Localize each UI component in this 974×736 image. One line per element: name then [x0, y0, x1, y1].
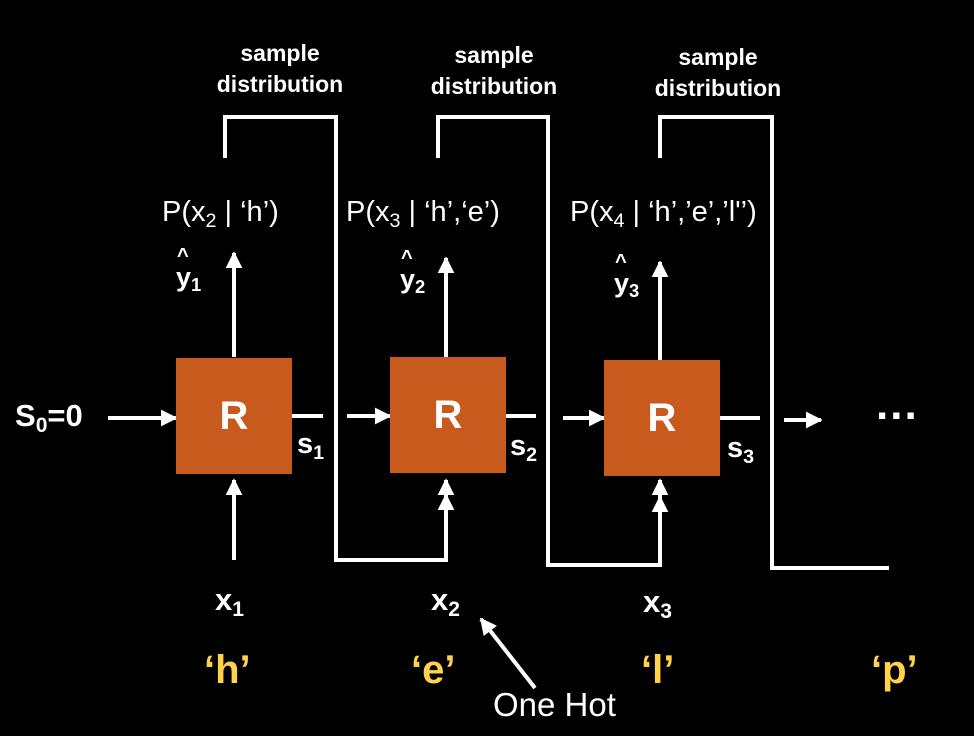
char-label-3: ‘l’ — [641, 648, 675, 692]
one-hot-annotation: One Hot — [493, 686, 616, 723]
char-label-1: ‘h’ — [204, 648, 251, 692]
initial-state-label: S0=0 — [15, 398, 83, 437]
one-hot-arrow — [479, 617, 537, 690]
char-label-4: ‘p’ — [871, 648, 918, 692]
sample-loop-1 — [223, 115, 455, 562]
sample-loop-3 — [658, 115, 889, 570]
output-label-3: y3 — [614, 251, 639, 301]
state-label-2: s2 — [510, 430, 538, 466]
input-label-1: x1 — [215, 582, 244, 621]
output-label-2: y2 — [400, 247, 425, 297]
state-label-1: s1 — [297, 428, 325, 464]
rnn-cell-3: R — [604, 360, 720, 476]
output-label-1: y1 — [176, 245, 201, 295]
probability-label-1: P(x2 | ‘h’) — [162, 196, 279, 232]
state-label-3: s3 — [727, 432, 755, 468]
sample-loop-2 — [436, 115, 669, 567]
continuation-ellipsis: ... — [876, 380, 919, 429]
probability-label-3: P(x4 | ‘h’,’e’,’l'’) — [570, 196, 757, 232]
input-label-2: x2 — [431, 582, 460, 621]
probability-label-2: P(x3 | ‘h’,‘e’) — [346, 196, 500, 232]
input-label-3: x3 — [643, 584, 672, 623]
char-label-2: ‘e’ — [411, 648, 456, 692]
rnn-cell-1: R — [176, 358, 292, 474]
rnn-cell-2: R — [390, 357, 506, 473]
